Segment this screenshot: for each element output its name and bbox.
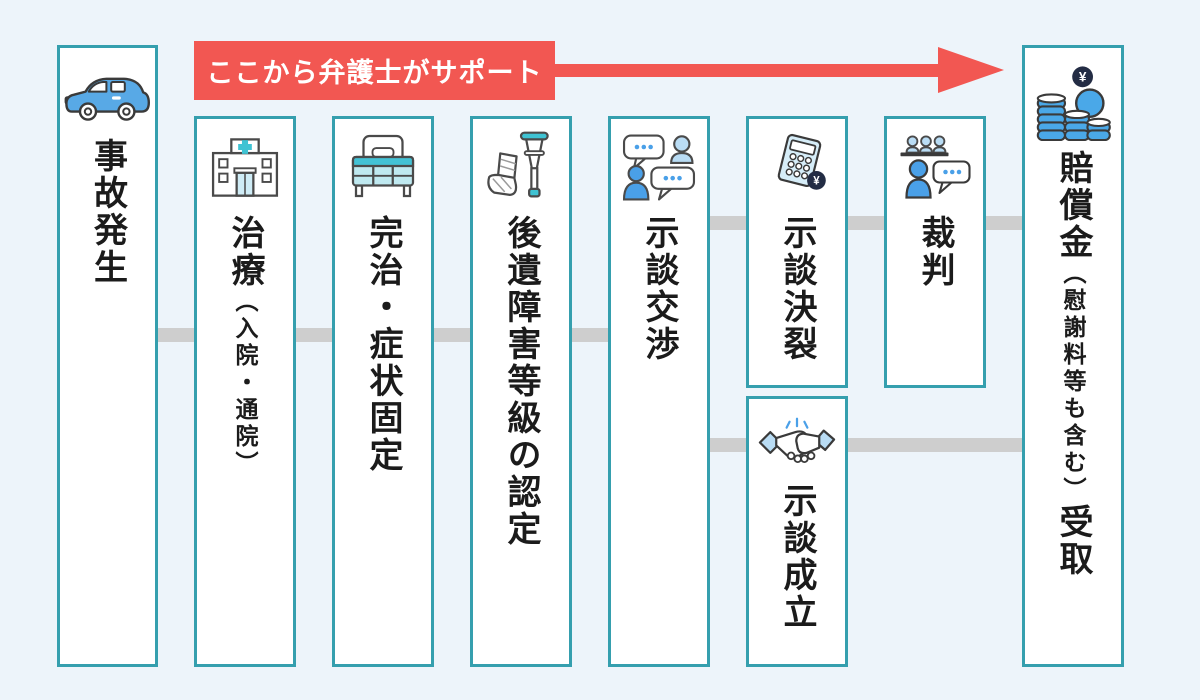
step-settlement-negotiation: 示談交渉	[608, 116, 710, 667]
hospital-icon	[207, 131, 283, 201]
connector	[572, 328, 608, 342]
step-label: 示談成立	[778, 483, 816, 631]
step-label: 示談決裂	[778, 215, 816, 363]
support-arrow-head-icon	[938, 47, 1004, 93]
step-label: 完治・症状固定	[364, 215, 402, 474]
step-treatment: 治療（入院・通院）	[194, 116, 296, 667]
crutch-cast-icon	[484, 131, 558, 201]
yen-symbol: ¥	[1079, 70, 1087, 85]
step-settlement-breakdown: ¥ 示談決裂	[746, 116, 848, 388]
lawyer-support-banner: ここから弁護士がサポート	[194, 41, 555, 100]
coins-icon: ¥	[1033, 64, 1113, 144]
step-settlement-reached: 示談成立	[746, 396, 848, 667]
connector	[158, 328, 194, 342]
connector	[296, 328, 332, 342]
handshake-icon	[754, 411, 840, 471]
step-disability-grade-certification: 後遺障害等級の認定	[470, 116, 572, 667]
step-recovery-fixed-symptoms: 完治・症状固定	[332, 116, 434, 667]
connector	[710, 216, 746, 230]
connector	[434, 328, 470, 342]
connector	[848, 438, 1022, 452]
connector	[848, 216, 884, 230]
connector	[986, 216, 1022, 230]
calculator-icon: ¥	[761, 131, 833, 201]
banner-label: ここから弁護士がサポート	[206, 58, 543, 88]
car-icon	[63, 70, 153, 126]
bed-icon	[345, 131, 421, 201]
chat-icon	[621, 131, 697, 201]
step-label: 後遺障害等級の認定	[502, 215, 540, 548]
court-icon	[897, 131, 973, 201]
step-trial: 裁判	[884, 116, 986, 388]
step-compensation-received: ¥ 賠償金（慰	[1022, 45, 1124, 667]
step-label: 治療（入院・通院）	[226, 215, 264, 478]
step-accident: 事故発生	[57, 45, 158, 667]
step-label: 賠償金（慰謝料等も含む）受取	[1054, 150, 1092, 578]
support-arrow-line	[548, 64, 942, 77]
step-label: 裁判	[916, 215, 954, 289]
step-label: 事故発生	[88, 138, 127, 286]
connector	[710, 438, 746, 452]
step-label: 示談交渉	[640, 215, 678, 363]
yen-symbol: ¥	[813, 176, 820, 188]
